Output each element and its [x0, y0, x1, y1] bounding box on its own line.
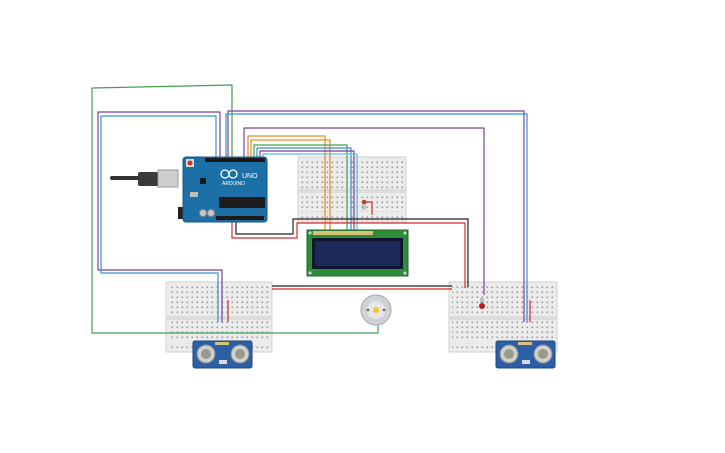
wire-purple-led [243, 127, 485, 295]
infinity-logo-icon [220, 169, 238, 179]
wire-purple-left [97, 111, 223, 322]
wire-purple-lcd [259, 150, 355, 230]
wire-orange-2 [250, 139, 331, 230]
arduino-model-label: UNO [242, 173, 258, 180]
wire-black-gnd [235, 218, 469, 287]
wire-red-power [231, 222, 466, 288]
atmega-chip [219, 197, 265, 208]
usb-port [157, 169, 179, 188]
wire-blue-lcd [256, 147, 352, 230]
wire-lblue-lcd [262, 153, 358, 230]
wire-blue-left [100, 115, 219, 322]
arduino-brand-label: ARDUINO [222, 181, 245, 187]
wire-blue-right [225, 113, 528, 322]
ultrasonic-sensor-right[interactable] [495, 340, 556, 369]
wires [91, 84, 531, 334]
lcd-screen [315, 241, 400, 266]
led-top[interactable] [361, 199, 367, 210]
wire-purple-right [227, 110, 525, 322]
led-right[interactable] [479, 298, 485, 309]
breadboard-top[interactable] [297, 156, 407, 224]
wire-red-jumper [366, 201, 373, 215]
usb-plug [138, 172, 160, 186]
lcd-header-pins [313, 231, 373, 235]
lcd-display[interactable] [306, 229, 409, 277]
dc-motor[interactable] [360, 294, 392, 326]
wire-green-loop [91, 84, 379, 334]
ultrasonic-sensor-left[interactable] [192, 340, 253, 369]
wire-orange-1 [247, 135, 326, 230]
arduino-uno-board[interactable]: ARDUINO UNO [110, 156, 268, 223]
wire-green-lcd [253, 144, 348, 230]
reset-button[interactable] [187, 160, 193, 166]
motor-shaft-icon [373, 307, 379, 313]
